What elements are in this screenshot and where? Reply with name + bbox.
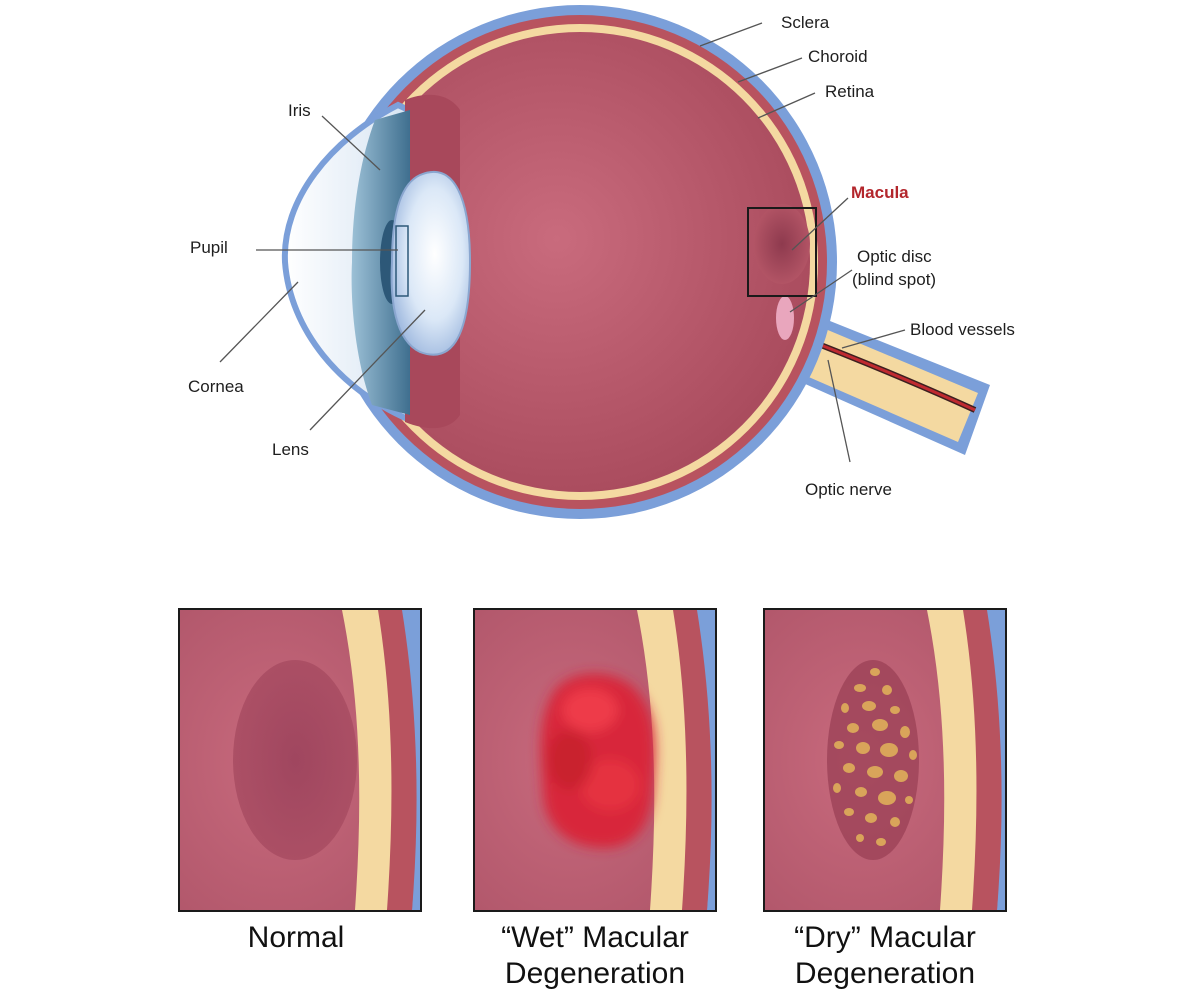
- label-sclera: Sclera: [781, 13, 830, 32]
- panel-dry: [763, 608, 1007, 912]
- optic-disc: [776, 296, 794, 340]
- label-cornea: Cornea: [188, 377, 244, 396]
- eye-anatomy-diagram: Sclera Choroid Retina Iris Macula Pupil …: [0, 0, 1200, 600]
- caption-wet-line1: “Wet” Macular: [445, 920, 745, 956]
- macula-normal: [233, 660, 357, 860]
- label-macula: Macula: [851, 183, 909, 202]
- label-blood-vessels: Blood vessels: [910, 320, 1015, 339]
- label-iris: Iris: [288, 101, 311, 120]
- label-choroid: Choroid: [808, 47, 868, 66]
- caption-wet: “Wet” Macular Degeneration: [445, 920, 745, 992]
- label-retina: Retina: [825, 82, 875, 101]
- macula-dry: [827, 660, 919, 860]
- leader-sclera: [700, 23, 762, 46]
- wet-lesion: [541, 674, 655, 849]
- label-optic-nerve: Optic nerve: [805, 480, 892, 499]
- caption-dry-line2: Degeneration: [735, 956, 1035, 992]
- caption-dry-line1: “Dry” Macular: [735, 920, 1035, 956]
- panel-wet: [473, 608, 717, 912]
- lens: [392, 172, 470, 355]
- caption-dry: “Dry” Macular Degeneration: [735, 920, 1035, 992]
- label-optic-disc: Optic disc: [857, 247, 932, 266]
- panel-normal: [178, 608, 422, 912]
- label-lens: Lens: [272, 440, 309, 459]
- label-blind-spot: (blind spot): [852, 270, 936, 289]
- caption-normal: Normal: [146, 920, 446, 956]
- label-pupil: Pupil: [190, 238, 228, 257]
- leader-cornea: [220, 282, 298, 362]
- caption-normal-line1: Normal: [146, 920, 446, 956]
- caption-wet-line2: Degeneration: [445, 956, 745, 992]
- macula: [754, 204, 810, 284]
